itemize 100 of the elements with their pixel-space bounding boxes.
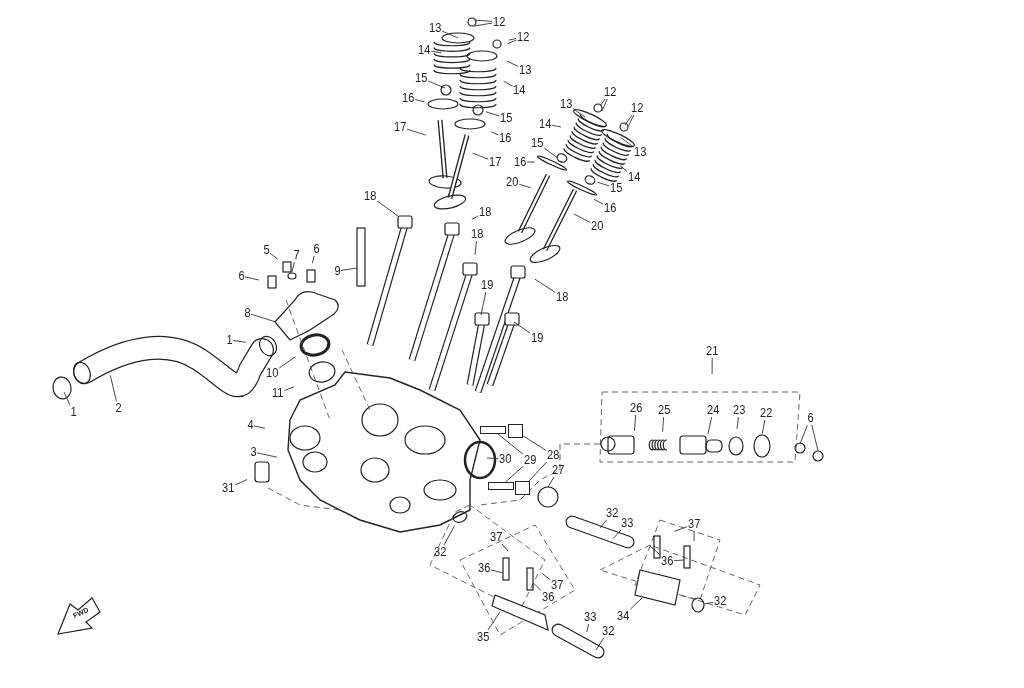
callout-number: 9	[333, 264, 342, 278]
callout-number: 22	[759, 406, 774, 420]
leader-line	[627, 114, 635, 127]
callout-number: 2	[114, 401, 123, 415]
callout-number: 13	[633, 145, 648, 159]
callout-number: 12	[630, 101, 645, 115]
callout-number: 35	[476, 630, 491, 644]
leader-line	[799, 424, 808, 445]
leader-line	[269, 252, 279, 260]
leader-line	[533, 583, 542, 591]
leader-line	[534, 278, 556, 293]
callout-number: 31	[221, 481, 236, 495]
leader-line	[427, 80, 446, 89]
leader-line	[595, 637, 605, 651]
callout-number: 21	[705, 344, 720, 358]
nut-drawing	[508, 424, 523, 438]
stud-drawing	[480, 426, 506, 434]
leader-line	[518, 183, 531, 189]
callout-number: 27	[551, 463, 566, 477]
leader-line	[473, 22, 493, 27]
leader-line	[528, 461, 548, 482]
callout-number: 25	[657, 403, 672, 417]
callout-number: 12	[603, 85, 618, 99]
callout-number: 33	[583, 610, 598, 624]
leader-line	[601, 98, 608, 112]
callout-number: 6	[806, 411, 815, 425]
leader-line	[505, 465, 524, 483]
callout-number: 16	[498, 131, 513, 145]
callout-number: 32	[713, 594, 728, 608]
callout-number: 28	[546, 448, 561, 462]
callout-number: 14	[512, 83, 527, 97]
callout-number: 13	[428, 21, 443, 35]
leader-line	[487, 611, 501, 631]
stud-drawing	[488, 482, 514, 490]
leader-line	[736, 416, 739, 430]
callout-number: 24	[706, 403, 721, 417]
callout-number: 6	[312, 242, 321, 256]
callout-number: 33	[620, 516, 635, 530]
callout-number: 17	[488, 155, 503, 169]
callout-number: 19	[530, 331, 545, 345]
leader-line	[506, 60, 519, 67]
leader-line	[234, 479, 248, 486]
leader-line	[707, 416, 713, 435]
callout-number: 37	[489, 530, 504, 544]
leader-line	[513, 321, 531, 334]
callout-number: 30	[498, 452, 513, 466]
callout-number: 15	[609, 181, 624, 195]
callout-number: 23	[732, 403, 747, 417]
leader-line	[597, 181, 610, 187]
leader-line	[406, 128, 427, 136]
callout-number: 16	[603, 201, 618, 215]
callout-number: 34	[616, 609, 631, 623]
callout-number: 6	[237, 269, 246, 283]
leader-line	[474, 240, 477, 256]
callout-number: 8	[243, 306, 252, 320]
leader-line	[703, 601, 714, 605]
leader-line	[472, 152, 489, 160]
callout-number: 11	[271, 386, 285, 400]
callout-number: 12	[492, 15, 507, 29]
callout-number: 12	[516, 30, 531, 44]
leader-line	[256, 452, 278, 458]
callout-number: 10	[265, 366, 280, 380]
callout-number: 15	[414, 71, 429, 85]
leader-line	[693, 530, 695, 542]
callout-number: 14	[538, 117, 553, 131]
leader-line	[543, 147, 559, 159]
leader-line	[253, 425, 266, 429]
leader-line	[593, 198, 604, 205]
callout-number: 4	[246, 418, 255, 432]
leader-line	[612, 529, 622, 539]
leader-line	[490, 131, 499, 136]
nut-drawing	[515, 481, 530, 495]
leader-line	[673, 559, 685, 562]
callout-number: 37	[550, 578, 565, 592]
callout-number: 36	[477, 561, 492, 575]
leader-line	[250, 313, 277, 323]
callout-number: 13	[559, 97, 574, 111]
leader-line	[508, 38, 517, 41]
callout-number: 16	[401, 91, 416, 105]
leader-line	[551, 124, 562, 128]
callout-number: 32	[433, 545, 448, 559]
callout-number: 14	[417, 43, 432, 57]
leader-line	[624, 114, 633, 126]
leader-line	[572, 108, 586, 118]
leader-line	[311, 255, 315, 264]
leader-line	[244, 276, 260, 281]
leader-line	[278, 356, 296, 369]
leader-line	[599, 98, 606, 107]
callout-number: 18	[363, 189, 378, 203]
callout-number: 18	[555, 290, 570, 304]
leader-line	[633, 414, 637, 432]
leader-line	[430, 50, 442, 54]
leader-line	[501, 543, 509, 552]
callout-number: 32	[605, 506, 620, 520]
callout-number: 3	[249, 445, 258, 459]
callout-number: 13	[518, 63, 533, 77]
callout-number: 1	[69, 405, 78, 419]
callout-number: 37	[687, 517, 702, 531]
leader-line	[541, 572, 551, 581]
callout-number: 32	[601, 624, 616, 638]
